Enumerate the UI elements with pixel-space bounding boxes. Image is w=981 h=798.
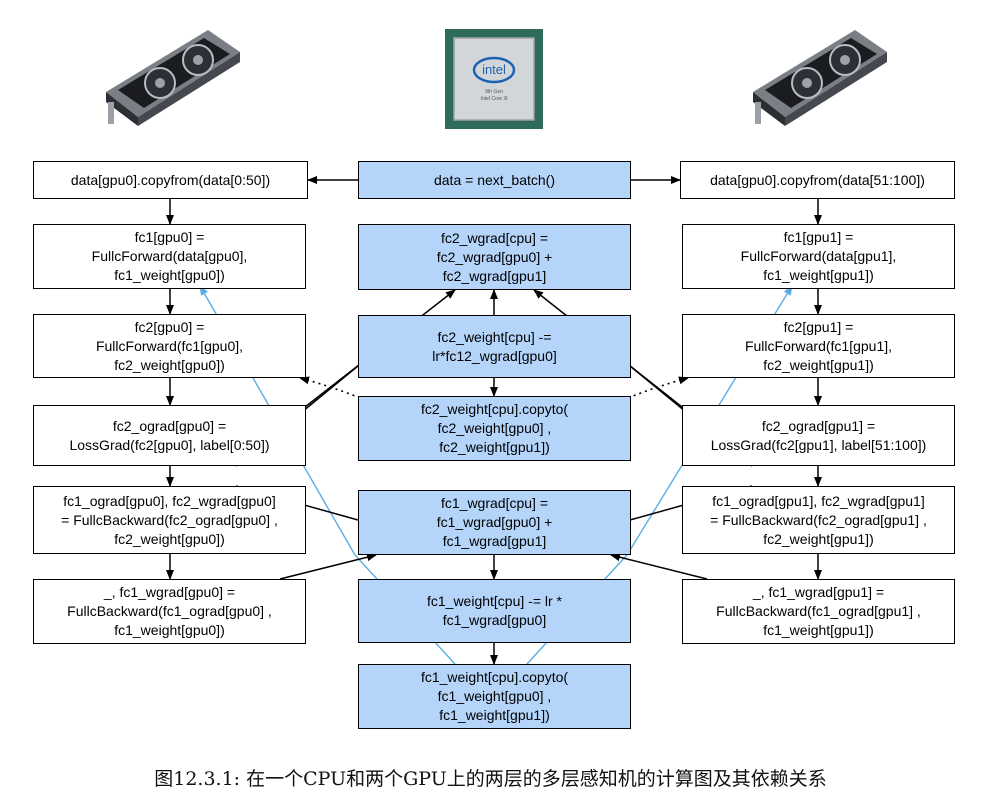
node-gpu1-copyfrom: data[gpu0].copyfrom(data[51:100]) [680, 161, 955, 199]
node-fc1-weight-copyto: fc1_weight[cpu].copyto( fc1_weight[gpu0]… [358, 664, 631, 729]
node-gpu0-fc1-forward: fc1[gpu0] = FullcForward(data[gpu0], fc1… [33, 224, 306, 289]
cpu-brand-label: intel [482, 62, 506, 77]
node-gpu1-loss-grad: fc2_ograd[gpu1] = LossGrad(fc2[gpu1], la… [682, 405, 955, 466]
node-gpu1-fc1-backward: _, fc1_wgrad[gpu1] = FullcBackward(fc1_o… [682, 579, 955, 644]
node-fc1-weight-update: fc1_weight[cpu] -= lr * fc1_wgrad[gpu0] [358, 579, 631, 643]
node-gpu0-copyfrom: data[gpu0].copyfrom(data[0:50]) [33, 161, 308, 199]
node-gpu0-fc2-backward: fc1_ograd[gpu0], fc2_wgrad[gpu0] = Fullc… [33, 486, 306, 554]
node-gpu1-fc2-forward: fc2[gpu1] = FullcForward(fc1[gpu1], fc2_… [682, 314, 955, 378]
node-gpu0-loss-grad: fc2_ograd[gpu0] = LossGrad(fc2[gpu0], la… [33, 405, 306, 466]
node-next-batch: data = next_batch() [358, 161, 631, 199]
cpu-model-label: Intel Core i9 [481, 96, 508, 102]
node-fc2-weight-copyto: fc2_weight[cpu].copyto( fc2_weight[gpu0]… [358, 396, 631, 461]
node-fc1-wgrad-sum: fc1_wgrad[cpu] = fc1_wgrad[gpu0] + fc1_w… [358, 490, 631, 555]
node-gpu0-fc2-forward: fc2[gpu0] = FullcForward(fc1[gpu0], fc2_… [33, 314, 306, 378]
cpu-chip-icon: intel 9th Gen Intel Core i9 [445, 29, 543, 129]
cpu-generation-label: 9th Gen [485, 89, 503, 95]
figure-caption: 图12.3.1: 在一个CPU和两个GPU上的两层的多层感知机的计算图及其依赖关… [154, 768, 827, 790]
node-gpu0-fc1-backward: _, fc1_wgrad[gpu0] = FullcBackward(fc1_o… [33, 579, 306, 644]
node-fc2-weight-update: fc2_weight[cpu] -= lr*fc12_wgrad[gpu0] [358, 315, 631, 378]
gpu0-card-icon [106, 30, 240, 126]
gpu1-card-icon [753, 30, 887, 126]
node-fc2-wgrad-sum: fc2_wgrad[cpu] = fc2_wgrad[gpu0] + fc2_w… [358, 224, 631, 290]
node-gpu1-fc2-backward: fc1_ograd[gpu1], fc2_wgrad[gpu1] = Fullc… [682, 486, 955, 554]
node-gpu1-fc1-forward: fc1[gpu1] = FullcForward(data[gpu1], fc1… [682, 224, 955, 289]
